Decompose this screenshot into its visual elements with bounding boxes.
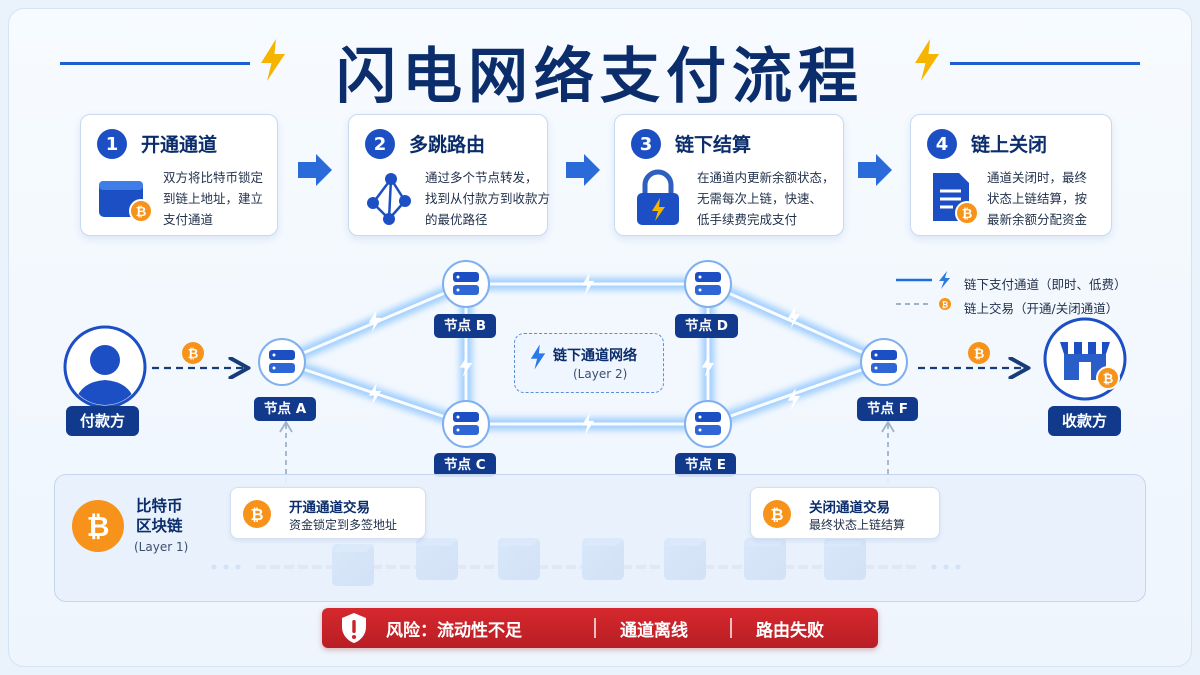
offchain-network-box: 链下通道网络 (Layer 2)	[514, 333, 664, 393]
page-title: 闪电网络支付流程	[336, 42, 864, 112]
node-d-server-icon	[684, 260, 732, 308]
close-channel-tx-card: ₿ 关闭通道交易 最终状态上链结算	[750, 487, 940, 539]
step-card-offchain-settlement: 3 链下结算 在通道内更新余额状态， 无需每次上链，快速、 低手续费完成支付	[614, 114, 844, 236]
bitcoin-icon: ₿	[243, 500, 271, 528]
node-a-server-icon	[258, 338, 306, 386]
step-description: 通道关闭时，最终 状态上链结算，按 最新余额分配资金	[987, 170, 1088, 227]
svg-text:₿: ₿	[942, 301, 949, 310]
step-title: 链下结算	[675, 134, 752, 156]
blockchain-panel	[54, 474, 1146, 602]
close-tx-desc: 最终状态上链结算	[809, 518, 906, 532]
blockchain-title: 比特币 区块链	[136, 497, 183, 535]
bitcoin-icon: ₿	[968, 342, 990, 364]
step-title: 多跳路由	[409, 134, 486, 156]
open-tx-desc: 资金锁定到多签地址	[289, 518, 398, 532]
step-card-multihop-routing: 2 多跳路由 通过多个节点转发， 找到从付款方到收款方 的最优路径	[348, 114, 551, 236]
step-card-open-channel: 1 开通通道 ₿ 双方将比特币锁定 到链上地址，建立 支付通道	[80, 114, 278, 236]
blockchain-subtitle: (Layer 1)	[134, 540, 189, 554]
node-f-label: 节点 F	[857, 397, 918, 421]
risk-separator	[594, 618, 596, 638]
step-description: 在通道内更新余额状态， 无需每次上链，快速、 低手续费完成支付	[697, 170, 835, 227]
node-e-label: 节点 E	[675, 453, 736, 477]
node-b-label: 节点 B	[434, 314, 496, 338]
step-number: 4	[927, 129, 957, 159]
step-arrow-icon	[858, 154, 892, 186]
risk-banner: 风险：流动性不足 通道离线 路由失败	[322, 608, 878, 648]
step-arrow-icon	[566, 154, 600, 186]
onchain-line-icon: ₿	[896, 298, 951, 310]
payer-label: 付款方	[66, 406, 140, 436]
channel-line-icon	[896, 271, 950, 289]
payer-avatar-icon	[63, 325, 147, 409]
node-c-label: 节点 C	[434, 453, 496, 477]
payee-label: 收款方	[1048, 406, 1122, 436]
bitcoin-logo-icon: ₿	[72, 500, 124, 552]
step-number: 2	[365, 129, 395, 159]
header: 闪电网络支付流程	[0, 22, 1200, 112]
title-rule-left	[60, 62, 250, 65]
risk-channel-offline: 通道离线	[620, 621, 688, 641]
offchain-network-subtitle: (Layer 2)	[573, 367, 628, 381]
step-title: 链上关闭	[971, 134, 1048, 156]
node-e-server-icon	[684, 400, 732, 448]
onchain-connectors	[279, 420, 895, 486]
bitcoin-icon: ₿	[763, 500, 791, 528]
title-rule-right	[950, 62, 1140, 65]
svg-text:₿: ₿	[962, 207, 973, 222]
svg-text:₿: ₿	[974, 347, 985, 362]
step-description: 通过多个节点转发， 找到从付款方到收款方 的最优路径	[425, 170, 551, 227]
wallet-icon: ₿	[99, 181, 153, 223]
step-card-onchain-close: 4 链上关闭 ₿ 通道关闭时，最终 状态上链结算，按 最新余额分配资金	[910, 114, 1112, 236]
risk-separator	[730, 618, 732, 638]
step-number: 3	[631, 129, 661, 159]
node-d-label: 节点 D	[675, 314, 738, 338]
node-a-label: 节点 A	[254, 397, 317, 421]
open-tx-title: 开通通道交易	[289, 500, 370, 516]
offchain-network-title: 链下通道网络	[553, 348, 637, 364]
network-nodes-icon	[367, 173, 411, 225]
warning-shield-icon	[342, 613, 366, 643]
svg-text:₿: ₿	[136, 205, 147, 220]
svg-text:₿: ₿	[87, 510, 110, 543]
open-channel-tx-card: ₿ 开通通道交易 资金锁定到多签地址	[230, 487, 426, 539]
merchant-store-icon: ₿	[1043, 317, 1127, 401]
risk-liquidity: 风险：流动性不足	[386, 621, 522, 641]
step-number: 1	[97, 129, 127, 159]
lightning-icon	[261, 39, 285, 81]
lightning-icon	[530, 344, 546, 370]
step-description: 双方将比特币锁定 到链上地址，建立 支付通道	[163, 170, 264, 227]
lightning-icon	[915, 39, 939, 81]
svg-text:₿: ₿	[188, 347, 199, 362]
step-title: 开通通道	[141, 134, 218, 156]
svg-text:₿: ₿	[770, 505, 783, 524]
step-arrow-icon	[298, 154, 332, 186]
bitcoin-icon: ₿	[182, 342, 204, 364]
svg-text:₿: ₿	[250, 505, 263, 524]
risk-routing-failure: 路由失败	[756, 621, 824, 641]
svg-text:₿: ₿	[1103, 372, 1114, 387]
document-icon: ₿	[933, 173, 979, 225]
lock-icon	[637, 169, 679, 225]
close-tx-title: 关闭通道交易	[809, 500, 890, 516]
node-b-server-icon	[442, 260, 490, 308]
node-c-server-icon	[442, 400, 490, 448]
node-f-server-icon	[860, 338, 908, 386]
